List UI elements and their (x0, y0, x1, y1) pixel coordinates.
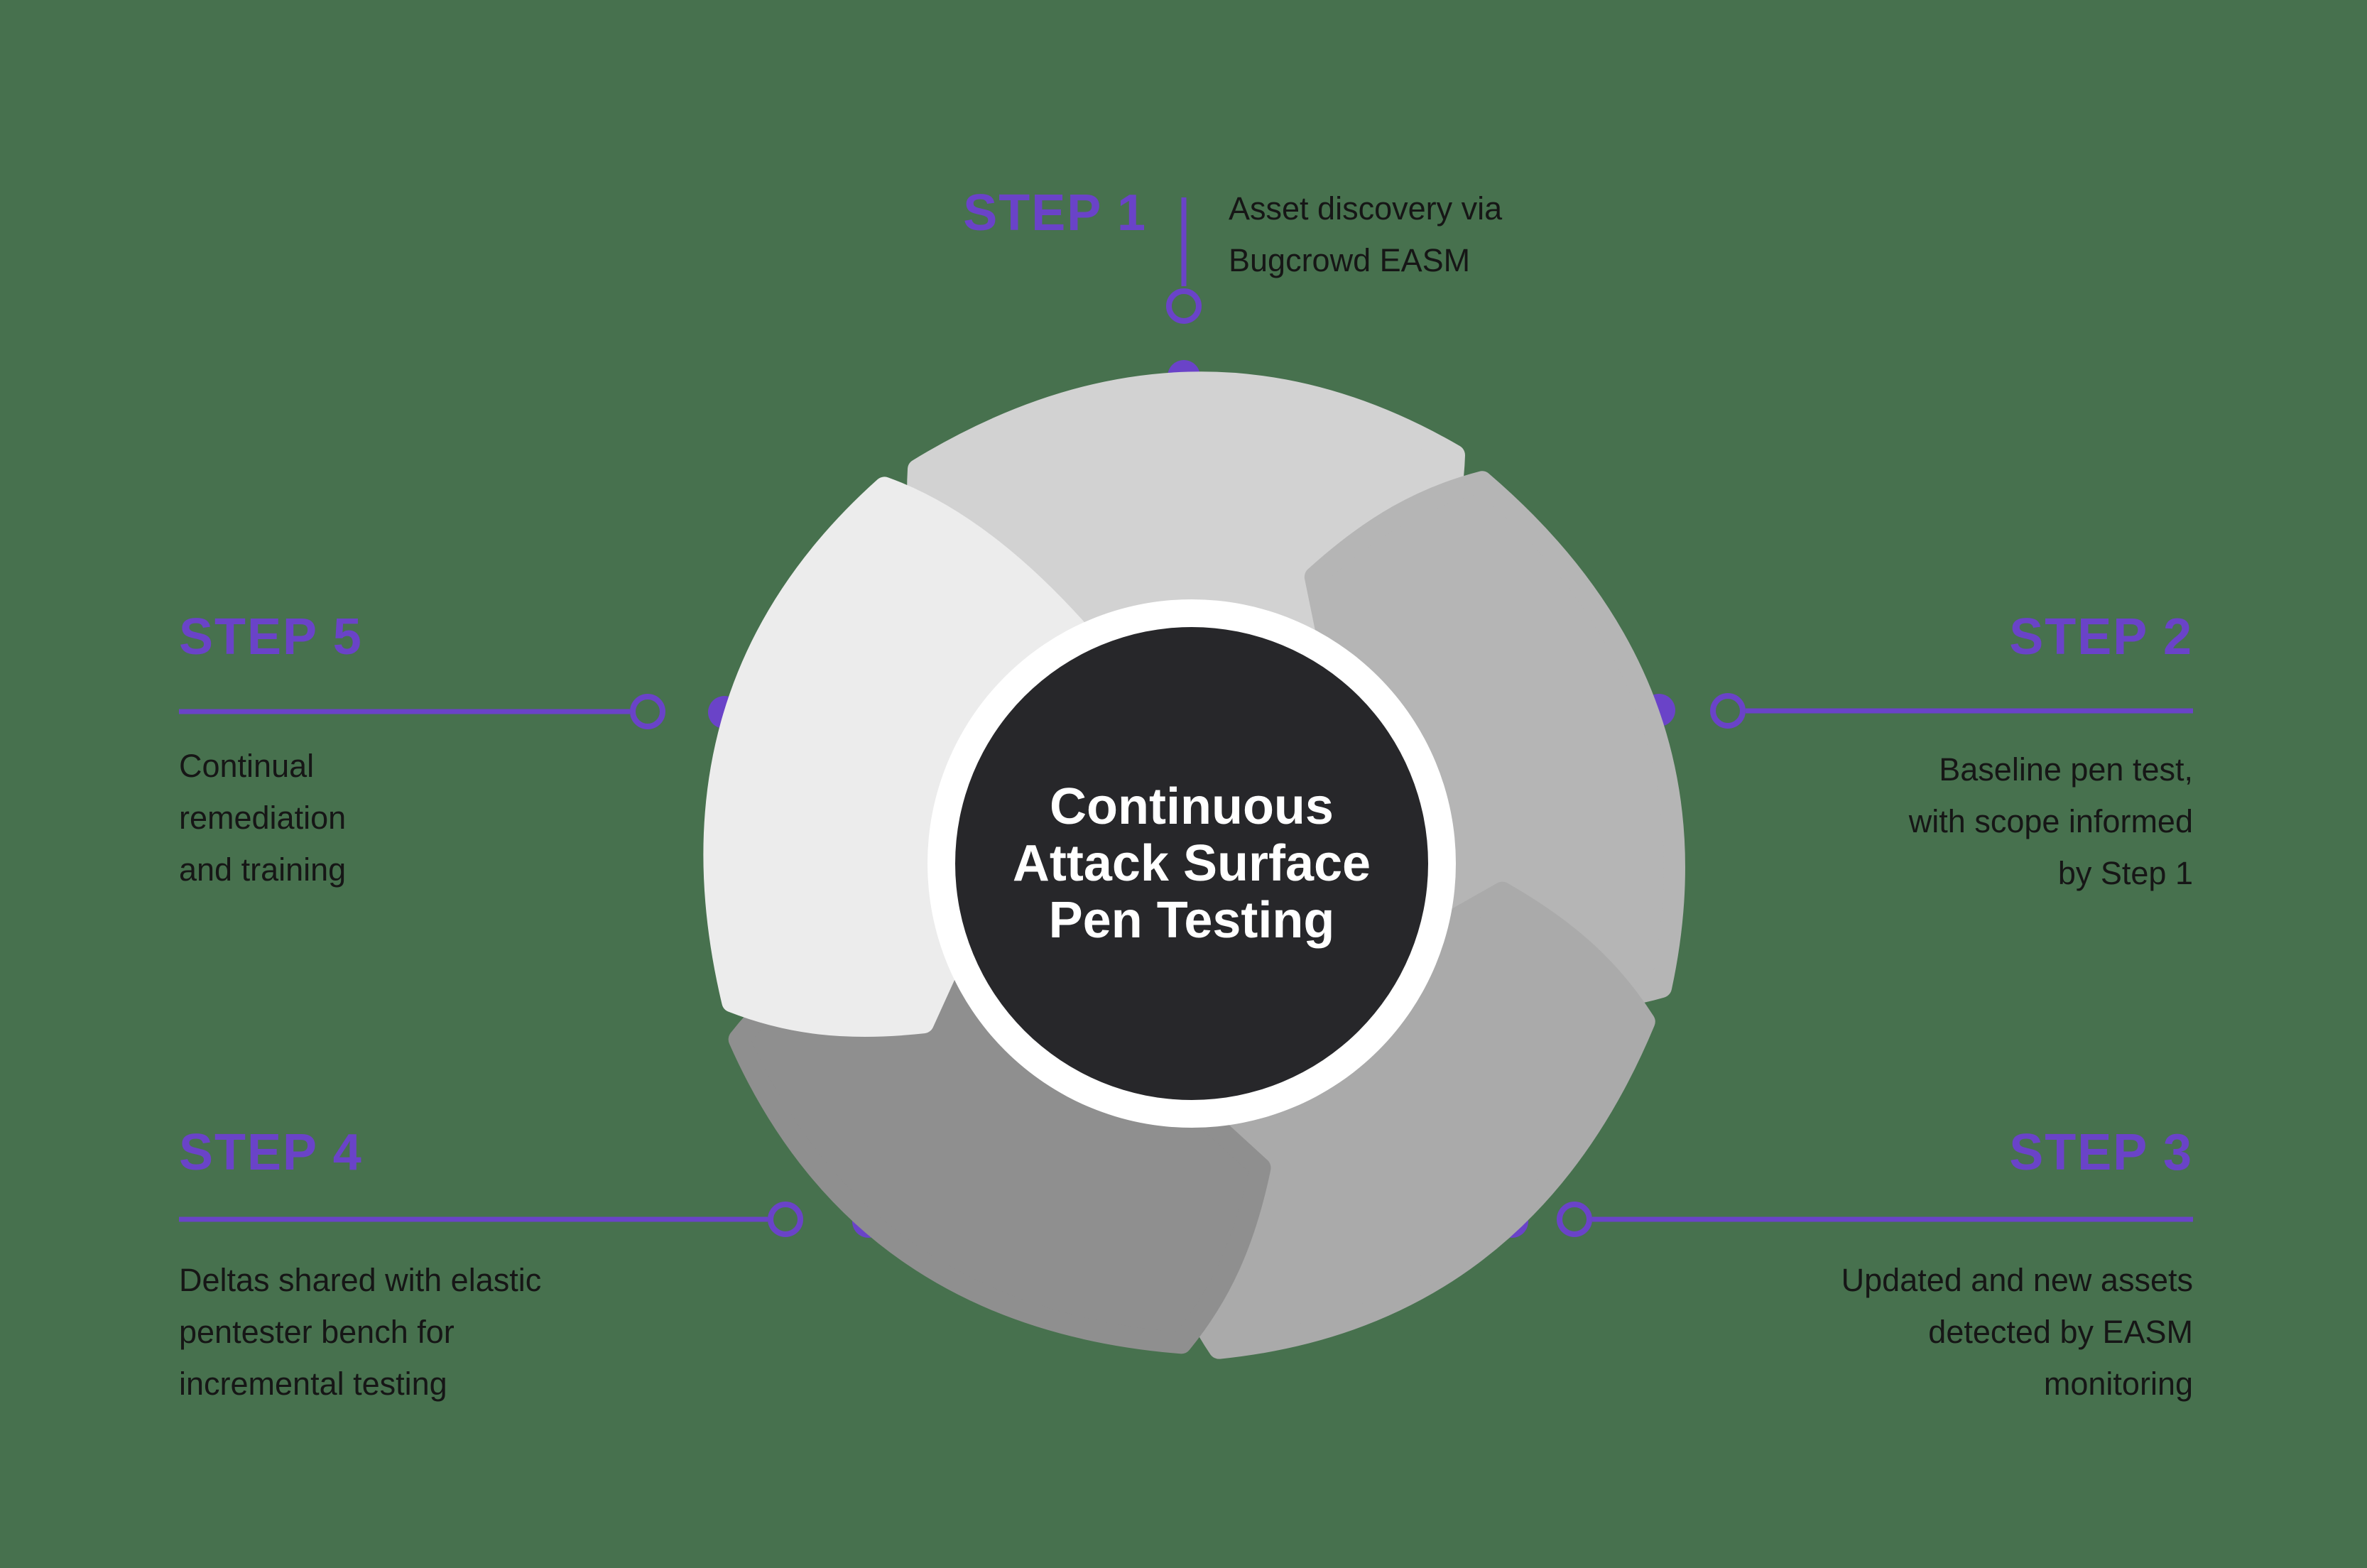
step5-description-line1: Continual (179, 748, 315, 784)
step3-label: STEP 3 (2009, 1124, 2193, 1181)
step2-description-line3: by Step 1 (2057, 855, 2193, 891)
step2-description: Baseline pen test, with scope informed b… (1909, 744, 2193, 899)
step1-description-line1: Asset discovery via (1229, 190, 1503, 227)
wheel-title: Continuous Attack Surface Pen Testing (943, 778, 1440, 949)
step1-terminal-circle (1166, 288, 1202, 324)
step1-label: STEP 1 (963, 185, 1147, 241)
step5-description-line2: remediation (179, 800, 347, 836)
step4-description: Deltas shared with elastic pentester ben… (179, 1254, 541, 1410)
step2-terminal-circle (1710, 693, 1746, 729)
step2-label: STEP 2 (2009, 609, 2193, 665)
wheel-title-line3: Pen Testing (1048, 892, 1335, 949)
wheel-blades (703, 371, 1685, 1359)
step4-label: STEP 4 (179, 1124, 363, 1181)
step2-description-line1: Baseline pen test, (1939, 751, 2193, 788)
step3-description-line3: monitoring (2043, 1366, 2193, 1402)
step3-description: Updated and new assets detected by EASM … (1841, 1254, 2193, 1410)
step4-description-line3: incremental testing (179, 1366, 447, 1402)
connector-lines (179, 197, 2193, 1222)
step5-terminal-circle (630, 694, 665, 729)
step3-description-line1: Updated and new assets (1841, 1262, 2193, 1298)
wheel-blade-step5 (703, 477, 1104, 1037)
step5-label: STEP 5 (179, 609, 363, 665)
step5-description-line3: and training (179, 851, 347, 888)
step3-terminal-circle (1557, 1202, 1592, 1237)
connector-terminals (630, 288, 1746, 1237)
step4-description-line2: pentester bench for (179, 1314, 455, 1350)
step1-description: Asset discovery via Bugcrowd EASM (1229, 183, 1502, 286)
step5-description: Continual remediation and training (179, 740, 346, 895)
wheel-title-line1: Continuous (1050, 778, 1334, 835)
step1-description-line2: Bugcrowd EASM (1229, 242, 1471, 278)
step4-terminal-circle (768, 1202, 803, 1237)
wheel-title-line2: Attack Surface (1012, 835, 1371, 892)
step3-description-line2: detected by EASM (1928, 1314, 2193, 1350)
hub-disc (955, 627, 1428, 1100)
step2-description-line2: with scope informed (1908, 803, 2193, 839)
step4-description-line1: Deltas shared with elastic (179, 1262, 542, 1298)
